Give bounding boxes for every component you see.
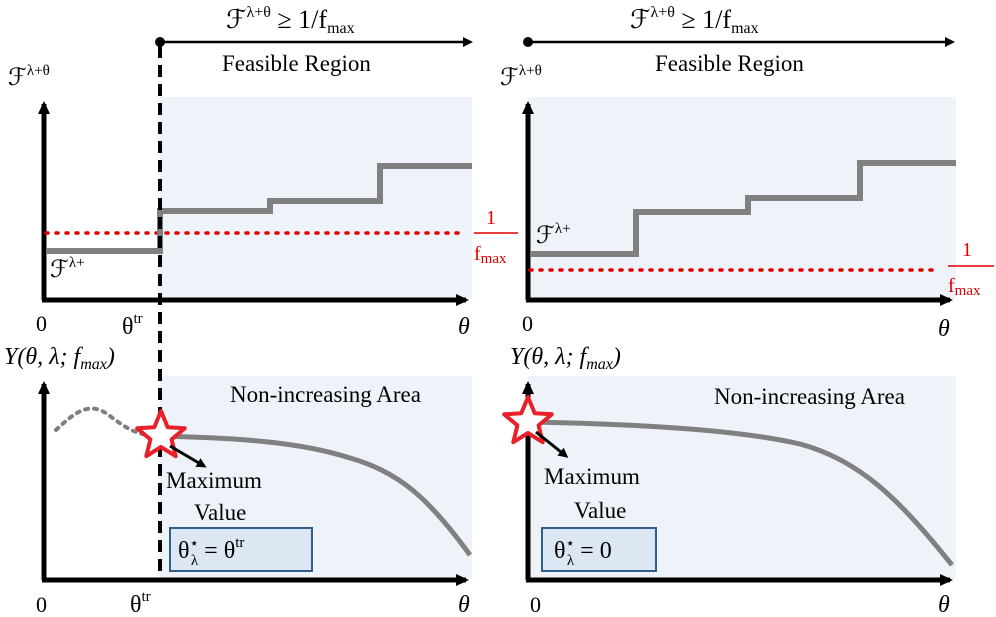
left-result-text: θ⋆λ = θtr <box>178 535 244 569</box>
right-threshold-den: fmax <box>948 275 981 299</box>
left-maximum-pointer <box>169 444 207 468</box>
left-maximum-star <box>135 409 187 459</box>
left-bottom-y-label: Υ(θ, λ; fmax) <box>4 344 115 373</box>
right-bottom-origin: 0 <box>530 592 541 617</box>
right-top-x-label: θ <box>938 316 950 342</box>
left-top-origin: 0 <box>36 311 47 336</box>
right-feasible-condition: ℱλ+θ ≥ 1/fmax <box>630 4 759 37</box>
right-bottom-y-label: Υ(θ, λ; fmax) <box>510 344 621 373</box>
right-maximum-label-2: Value <box>574 498 626 523</box>
left-threshold-num: 1 <box>486 207 496 229</box>
left-feasible-region-label: Feasible Region <box>222 51 371 76</box>
left-theta-tr-bottom: θtr <box>130 589 151 617</box>
left-objective-curve <box>159 433 473 557</box>
left-feasible-condition: ℱλ+θ ≥ 1/fmax <box>226 4 355 37</box>
left-top-y-label: ℱλ+θ <box>8 63 50 91</box>
right-top-origin: 0 <box>522 311 533 336</box>
left-top-x-label: θ <box>458 314 470 340</box>
right-non-increasing-label: Non-increasing Area <box>714 384 905 409</box>
right-maximum-star <box>502 395 554 445</box>
left-maximum-label-1: Maximum <box>166 468 262 493</box>
right-feasible-region-label: Feasible Region <box>655 51 804 76</box>
right-threshold-num: 1 <box>962 239 972 261</box>
right-maximum-label-1: Maximum <box>544 464 640 489</box>
right-step-function <box>531 160 956 257</box>
left-non-increasing-label: Non-increasing Area <box>230 382 421 407</box>
left-bottom-x-label: θ <box>458 592 470 617</box>
right-objective-curve <box>527 419 954 567</box>
left-step-start-label: ℱλ+ <box>50 255 85 283</box>
right-bottom-x-label: θ <box>938 592 950 617</box>
left-result-box <box>169 527 313 572</box>
right-top-y-label: ℱλ+θ <box>500 63 542 91</box>
right-result-text: θ⋆λ = 0 <box>554 536 612 569</box>
left-threshold-den: fmax <box>474 243 507 267</box>
right-maximum-pointer <box>535 430 569 458</box>
right-step-start-label: ℱλ+ <box>536 221 571 249</box>
right-result-box <box>541 527 657 572</box>
left-bottom-origin: 0 <box>36 592 47 617</box>
left-maximum-label-2: Value <box>194 500 246 525</box>
right-feasible-region-shade <box>528 97 956 299</box>
left-theta-tr-top: θtr <box>122 311 143 340</box>
